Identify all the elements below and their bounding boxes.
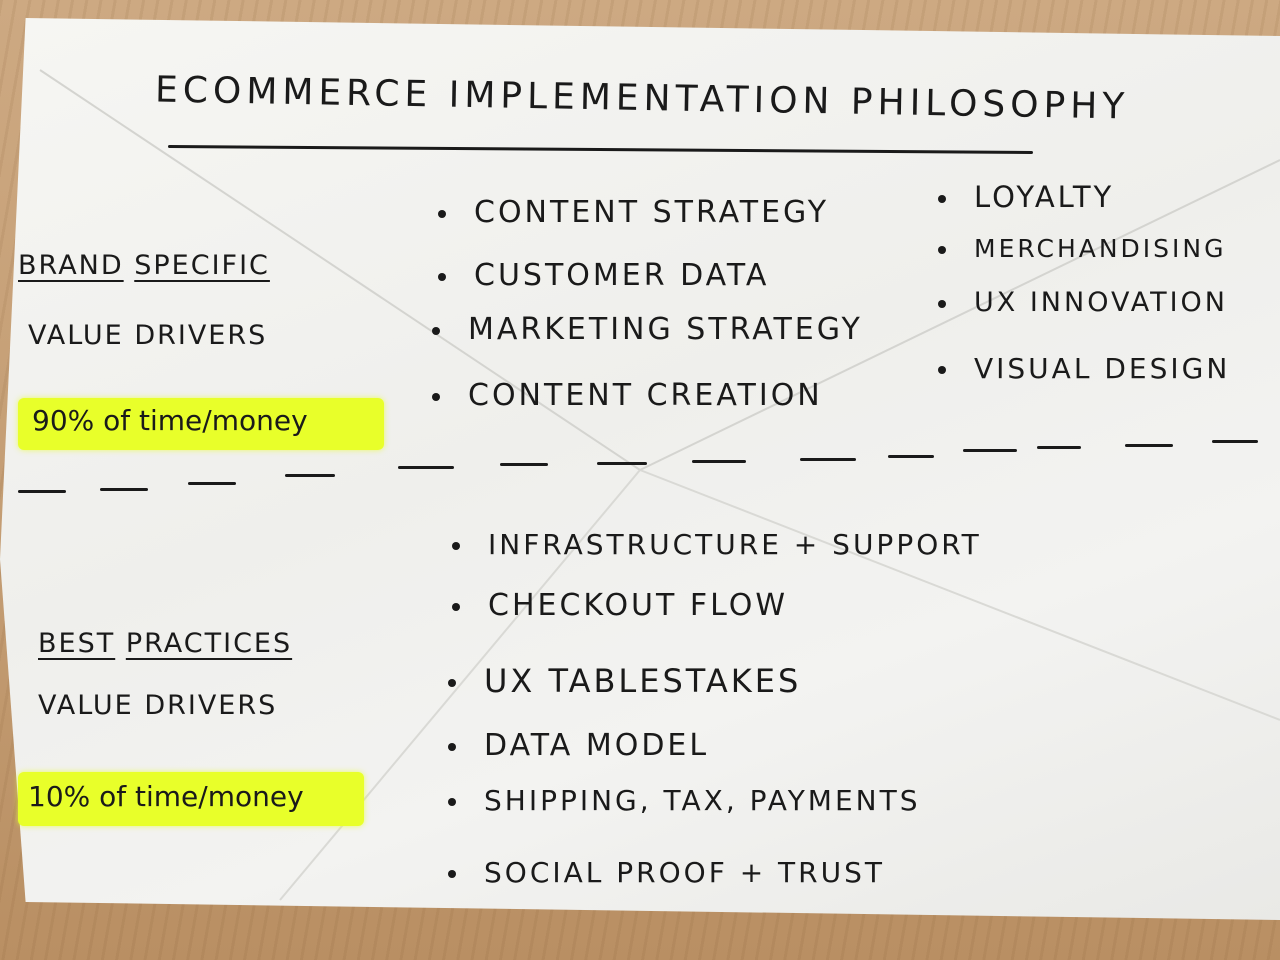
- brand-item: Visual Design: [938, 352, 1230, 385]
- brand-item: Marketing Strategy: [432, 312, 863, 347]
- best-heading-word-2: Practices: [125, 628, 293, 659]
- best-item: Social Proof + Trust: [448, 856, 885, 889]
- best-heading-word-1: Best: [38, 628, 116, 659]
- best-item: Shipping, Tax, Payments: [448, 784, 920, 817]
- best-item: Infrastructure + Support: [452, 528, 982, 561]
- best-section-subheading: Value Drivers: [38, 690, 278, 721]
- brand-heading-word-1: Brand: [18, 250, 124, 281]
- brand-highlight-marker: [18, 398, 384, 450]
- best-time-money-note: 10% of time/money: [28, 780, 304, 813]
- brand-item: Content Strategy: [438, 195, 829, 230]
- best-item: UX Tablestakes: [448, 662, 801, 700]
- best-highlight-marker: [18, 772, 364, 826]
- brand-item: Merchandising: [938, 234, 1227, 263]
- best-item: Checkout Flow: [452, 588, 788, 623]
- brand-heading-word-2: Specific: [134, 250, 270, 281]
- brand-section-heading: Brand Specific: [18, 250, 270, 281]
- brand-item: Loyalty: [938, 180, 1114, 214]
- brand-item: UX Innovation: [938, 287, 1228, 318]
- brand-item: Content Creation: [432, 378, 823, 413]
- best-item: Data Model: [448, 728, 709, 763]
- brand-section-subheading: Value Drivers: [28, 320, 268, 351]
- brand-item: Customer Data: [438, 258, 769, 293]
- best-section-heading: Best Practices: [38, 628, 292, 659]
- brand-time-money-note: 90% of time/money: [32, 404, 308, 437]
